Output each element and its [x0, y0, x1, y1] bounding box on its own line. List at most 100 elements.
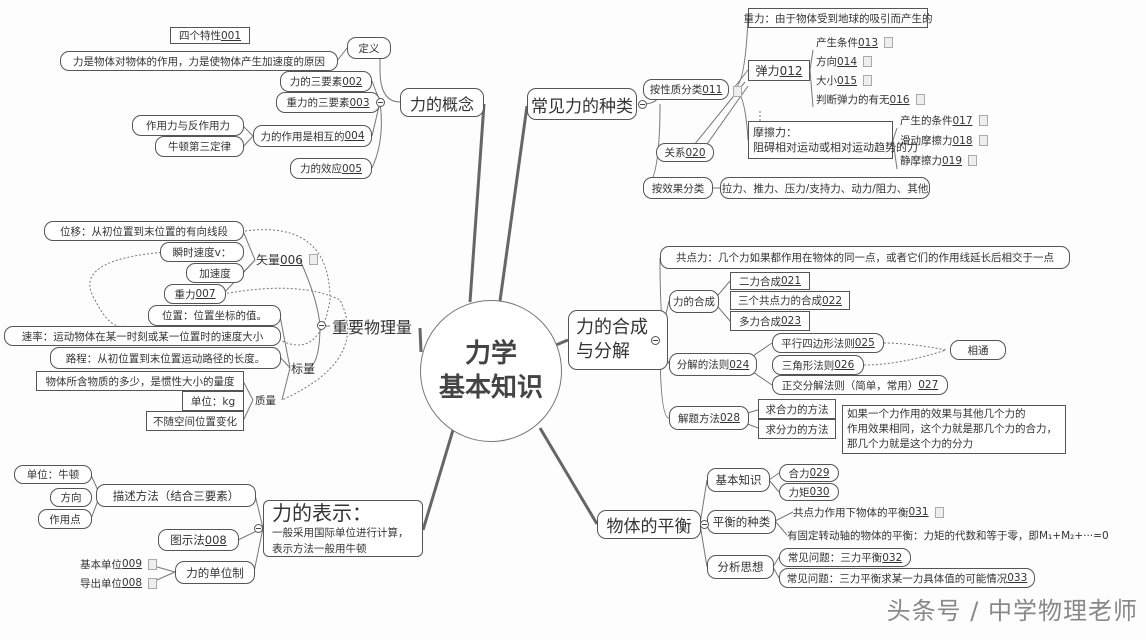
node-mass-unit: 单位：kg	[182, 391, 244, 411]
node-code: 007	[195, 288, 216, 300]
node-rule-item: 正交分解法则（简单，常用）027	[772, 375, 948, 395]
node-label: 力矩	[788, 486, 810, 499]
node-effect-list: 拉力、推力、压力/支持力、动力/阻力、其他	[720, 177, 930, 199]
node-method-item: 求分力的方法	[758, 419, 836, 439]
node-code: 021	[780, 275, 802, 287]
node-code: 029	[809, 467, 830, 479]
node-code: 002	[342, 75, 363, 88]
node-code: 033	[1007, 572, 1028, 584]
note-line: 作用效果相同，这个力就是那几个力的合力，	[847, 423, 1057, 435]
node-label: 分解的法则	[676, 359, 730, 371]
node-label: 常见问题：三力平衡	[787, 552, 883, 564]
node-resultant-note: 如果一个力作用的效果与其他几个力的作用效果相同，这个力就是那几个力的合力， 那几个…	[842, 405, 1066, 454]
branch-title-line2: 与分解	[576, 341, 630, 362]
node-displacement: 位移：从初位置到末位置的有向线段	[44, 221, 244, 241]
node-code: 020	[685, 146, 706, 159]
node-label: 解题方法	[677, 412, 720, 425]
branch-composition: 力的合成与分解	[568, 310, 668, 370]
branch-subtitle: 一般采用国际单位进行计算，	[272, 526, 409, 539]
node-by-effect: 按效果分类	[643, 177, 713, 199]
node-code: 025	[854, 337, 875, 349]
node-code: 006	[280, 252, 303, 267]
node-code: 011	[702, 83, 723, 96]
node-code: 023	[780, 315, 802, 327]
node-friction: 摩擦力：阻碍相对运动或相对运动趋势的力	[748, 121, 918, 159]
note-line: 那几个力就是这个力的分力	[847, 438, 973, 450]
node-code: 019	[942, 154, 963, 167]
node-code: 032	[882, 551, 903, 564]
node-label: 方向	[816, 56, 837, 68]
node-gravity-definition: 重力：由于物体受到地球的吸引而产生的	[744, 8, 933, 28]
node-unit-system: 力的单位制	[175, 561, 255, 584]
note-icon	[148, 577, 158, 589]
collapse-toggle-icon	[700, 520, 709, 529]
node-label: 多力合成	[738, 315, 781, 328]
node-speed: 速率：运动物体在某一时刻或某一位置时的速度大小	[4, 326, 281, 346]
node-code: 031	[908, 506, 929, 518]
watermark: 头条号 / 中学物理老师	[886, 597, 1138, 625]
node-label: 常见问题：三力平衡求某一力具体值的可能情况	[786, 572, 1008, 585]
note-icon	[978, 135, 988, 146]
collapse-toggle-icon	[651, 336, 660, 345]
node-label: 重力的三要素	[286, 97, 350, 109]
node-code: 001	[220, 29, 242, 42]
node-label: 判断弹力的有无	[816, 94, 890, 106]
branch-equilibrium: 物体的平衡	[597, 510, 701, 539]
node-connected: 相通	[950, 340, 1006, 360]
node-code: 014	[837, 55, 858, 68]
node-acceleration: 加速度	[186, 263, 244, 283]
node-describe-item: 方向	[50, 488, 92, 507]
branch-physical-quantities: 重要物理量	[332, 318, 413, 337]
node-mass-invariant: 不随空间位置变化	[146, 411, 244, 431]
node-label: 滑动摩擦力	[900, 135, 953, 147]
central-topic-line1: 力学	[464, 339, 517, 369]
note-icon	[733, 86, 742, 97]
collapse-toggle-icon	[317, 321, 326, 330]
note-icon	[968, 155, 978, 166]
node-label: 弹力	[755, 64, 780, 78]
node-mass: 质量	[255, 394, 276, 407]
node-label: 关系	[664, 147, 686, 159]
note-icon	[148, 558, 158, 570]
node-method-item: 求合力的方法	[758, 399, 836, 419]
node-label: 摩擦力：	[753, 126, 797, 139]
node-label: 三个共点力的合成	[737, 295, 822, 307]
node-code: 003	[349, 96, 370, 109]
node-code: 030	[809, 486, 830, 498]
node-code: 015	[837, 74, 858, 87]
note-icon	[934, 506, 944, 518]
node-velocity: 瞬时速度v：	[160, 242, 244, 262]
node-mass-definition: 物体所含物质的多少，是惯性大小的量度	[36, 371, 244, 391]
node-concurrent-forces: 共点力：几个力如果都作用在物体的同一点，或者它们的作用线延长后相交于一点	[660, 246, 1070, 269]
node-label: 四个特性	[178, 30, 221, 42]
node-analysis: 分析思想	[707, 555, 774, 579]
branch-common-forces: 常见力的种类	[527, 88, 637, 120]
node-label: 导出单位	[80, 577, 122, 590]
node-code: 009	[122, 558, 143, 570]
note-line: 如果一个力作用的效果与其他几个力的	[847, 408, 1026, 420]
branch-title-line1: 力的合成	[576, 317, 648, 338]
note-icon	[884, 37, 894, 48]
node-label: 三角形法则	[781, 359, 835, 372]
branch-force-concept: 力的概念	[400, 88, 484, 117]
note-icon	[915, 94, 925, 105]
collapse-toggle-icon	[638, 100, 647, 109]
node-code: 022	[821, 294, 843, 307]
node-synthesis: 力的合成	[669, 290, 719, 313]
